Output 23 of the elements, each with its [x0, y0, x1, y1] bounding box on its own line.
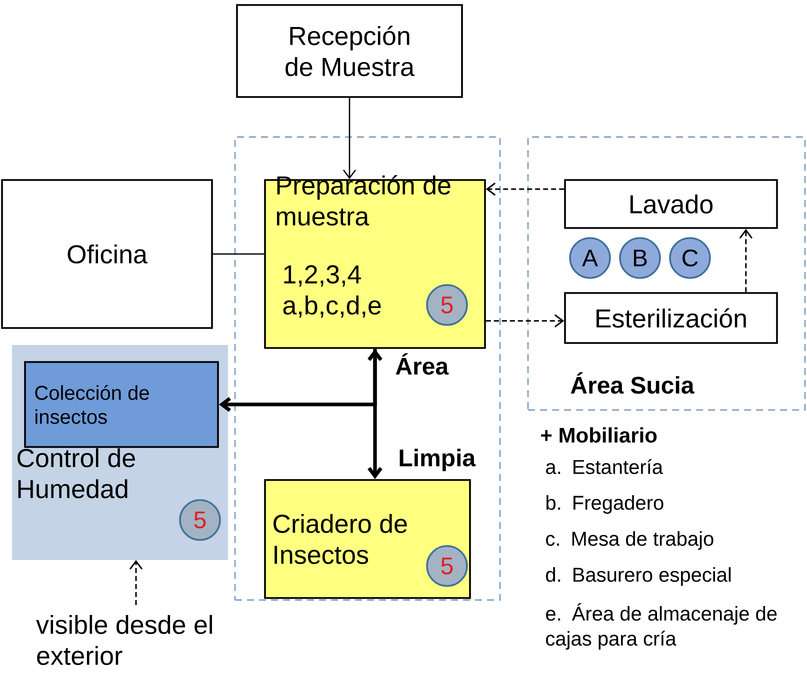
arrow	[342, 98, 356, 180]
process-box: Recepción de Muestra	[236, 4, 463, 98]
list-item: a. Estantería	[546, 459, 664, 474]
area-label: Área Sucia	[570, 372, 694, 394]
clean-area-region	[234, 136, 501, 601]
area-label: Limpia	[400, 448, 476, 472]
dirty-area-region	[527, 136, 806, 411]
area-label: Área	[396, 353, 449, 375]
arrow	[486, 182, 564, 196]
process-box: Esterilización	[564, 292, 778, 344]
list-heading: + Mobiliario	[541, 427, 657, 443]
list-item: d. Basurero especial	[546, 567, 731, 586]
note-text: visible desde el exterior	[36, 614, 212, 666]
process-box: Lavado	[564, 179, 778, 229]
list-item: e. Área de almacenaje de cajas para cría	[546, 603, 777, 650]
office-box: Oficina	[1, 179, 213, 329]
arrow	[486, 314, 564, 328]
process-box: Colección de insectos	[24, 361, 219, 448]
arrow	[218, 348, 377, 412]
arrow	[739, 228, 752, 292]
list-item: b. Fregadero	[546, 495, 664, 514]
list-item: c. Mesa de trabajo	[546, 531, 714, 550]
arrow	[129, 560, 143, 605]
